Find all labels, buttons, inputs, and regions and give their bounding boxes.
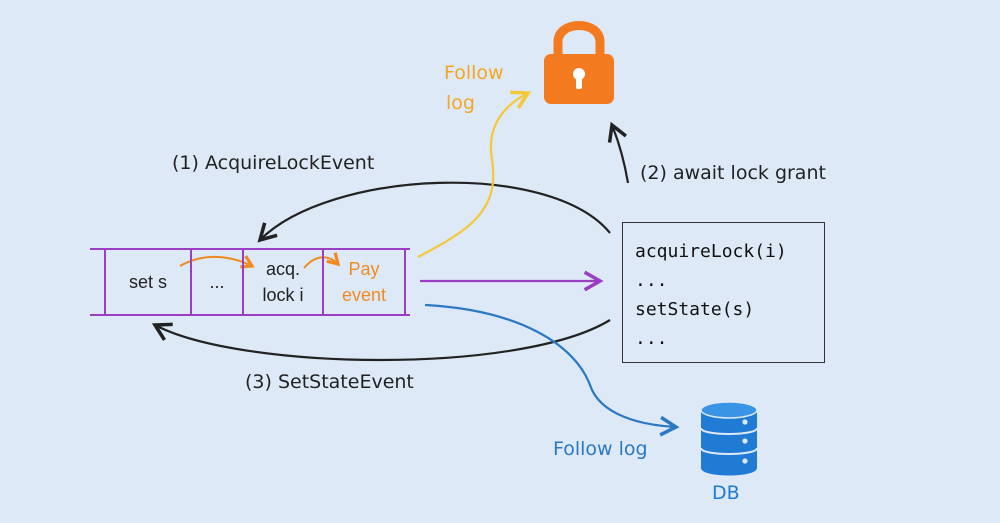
log-cell-text: set s bbox=[128, 272, 167, 292]
code-line: setState(s) bbox=[635, 299, 755, 320]
database-icon bbox=[700, 401, 758, 476]
log-cell-text: lock i bbox=[262, 285, 304, 305]
cell-arrow-2 bbox=[303, 252, 341, 269]
log-cell-text: ... bbox=[209, 272, 225, 292]
set-state-arrow bbox=[151, 319, 611, 362]
follow-log-db-arrow bbox=[424, 303, 680, 437]
code-line: acquireLock(i) bbox=[635, 241, 787, 262]
log-cell-set-state: set s bbox=[104, 250, 190, 314]
log-cell-text: acq. bbox=[265, 259, 300, 279]
service-code-box: acquireLock(i) ... setState(s) ... bbox=[622, 222, 825, 363]
await-lock-grant-label: (2) await lock grant bbox=[640, 162, 826, 184]
follow-log-lock-label-line1: Follow bbox=[444, 62, 504, 84]
await-grant-arrow bbox=[607, 121, 630, 184]
follow-log-lock-arrow bbox=[417, 90, 532, 258]
log-cell-text: Pay bbox=[348, 259, 380, 279]
set-state-event-label: (3) SetStateEvent bbox=[245, 371, 414, 393]
lock-icon bbox=[544, 21, 614, 104]
log-cell-acquire-lock: acq. lock i bbox=[242, 250, 322, 314]
log-cell-pay-event: Pay event bbox=[322, 250, 406, 314]
acquire-lock-event-label: (1) AcquireLockEvent bbox=[172, 152, 375, 174]
follow-log-db-label: Follow log bbox=[553, 438, 648, 460]
follow-log-lock-label-line2: log bbox=[446, 92, 475, 114]
log-cell-text: event bbox=[341, 285, 387, 305]
event-log: set s ... acq. lock i Pay event bbox=[90, 248, 410, 316]
code-line: ... bbox=[635, 328, 668, 349]
acquire-lock-arrow bbox=[257, 181, 611, 243]
db-label: DB bbox=[712, 482, 740, 504]
log-cell-ellipsis: ... bbox=[190, 250, 242, 314]
cell-arrow-1 bbox=[179, 255, 255, 269]
code-line: ... bbox=[635, 270, 668, 291]
